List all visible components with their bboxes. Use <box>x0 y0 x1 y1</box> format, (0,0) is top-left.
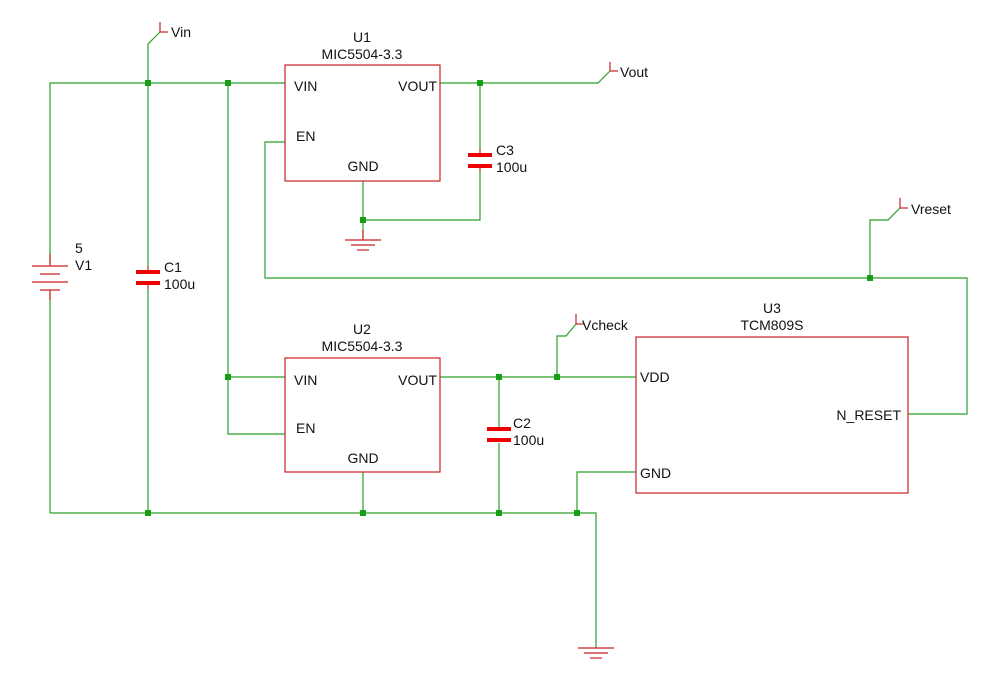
v1-battery-symbol <box>32 254 68 300</box>
wire-vin-rail <box>49 82 285 264</box>
c1-capacitor-symbol <box>136 266 160 289</box>
wire-u3-gnd <box>576 471 636 513</box>
u1-ref: U1 <box>353 29 371 45</box>
c2-value: 100u <box>513 432 544 448</box>
u2-pin-vin: VIN <box>294 372 317 388</box>
junctions <box>145 80 873 516</box>
u3-pin-nreset: N_RESET <box>836 407 901 423</box>
u1-body <box>284 64 441 182</box>
labels: U1 MIC5504-3.3 VIN EN VOUT GND U2 MIC550… <box>75 24 951 481</box>
u2-value: MIC5504-3.3 <box>322 338 403 354</box>
wire-u1-en <box>264 141 968 415</box>
wire-u2-vin <box>227 83 285 435</box>
junction-dot <box>225 80 231 86</box>
junction-dot <box>496 374 502 380</box>
u1-pin-en: EN <box>296 128 315 144</box>
u1-pin-vout: VOUT <box>398 78 437 94</box>
wire-c3-bottom <box>363 172 481 221</box>
c1-value: 100u <box>164 276 195 292</box>
c3-value: 100u <box>496 159 527 175</box>
junction-dot <box>477 80 483 86</box>
wire-ground-rail <box>50 512 597 648</box>
c3-ref: C3 <box>496 142 514 158</box>
ground-symbol-main <box>578 647 614 659</box>
u1-pin-vin: VIN <box>294 78 317 94</box>
v1-ref: V1 <box>75 257 92 273</box>
junction-dot <box>554 374 560 380</box>
junction-dot <box>225 374 231 380</box>
u2-pin-vout: VOUT <box>398 372 437 388</box>
c1-ref: C1 <box>164 259 182 275</box>
u3-ref: U3 <box>763 300 781 316</box>
net-label-vin: Vin <box>171 24 191 40</box>
wire-vcheck-stub <box>556 323 577 377</box>
ground-symbol-u1 <box>345 230 381 251</box>
u1-pin-gnd: GND <box>347 158 378 174</box>
wire-vout <box>440 70 611 84</box>
c2-ref: C2 <box>513 415 531 431</box>
u1-value: MIC5504-3.3 <box>322 46 403 62</box>
c3-capacitor-symbol <box>468 149 492 172</box>
v1-value: 5 <box>75 240 83 256</box>
junction-dot <box>496 510 502 516</box>
junction-dot <box>145 510 151 516</box>
junction-dot <box>145 80 151 86</box>
u3-pin-vdd: VDD <box>640 369 670 385</box>
u2-pin-gnd: GND <box>347 450 378 466</box>
wires <box>49 31 968 648</box>
net-flags <box>159 22 908 325</box>
net-label-vreset: Vreset <box>911 201 951 217</box>
wire-vin-stub <box>147 31 161 83</box>
net-label-vcheck: Vcheck <box>582 317 629 333</box>
u3-body <box>635 336 909 494</box>
c2-capacitor-symbol <box>487 427 511 442</box>
junction-dot <box>574 510 580 516</box>
net-label-vout: Vout <box>620 64 648 80</box>
junction-dot <box>867 275 873 281</box>
u2-body <box>284 357 441 473</box>
u3-pin-gnd: GND <box>640 465 671 481</box>
components <box>32 64 909 659</box>
junction-dot <box>360 510 366 516</box>
u2-ref: U2 <box>353 321 371 337</box>
junction-dot <box>360 217 366 223</box>
u3-value: TCM809S <box>740 317 803 333</box>
wire-vreset-stub <box>869 207 901 278</box>
u2-pin-en: EN <box>296 420 315 436</box>
